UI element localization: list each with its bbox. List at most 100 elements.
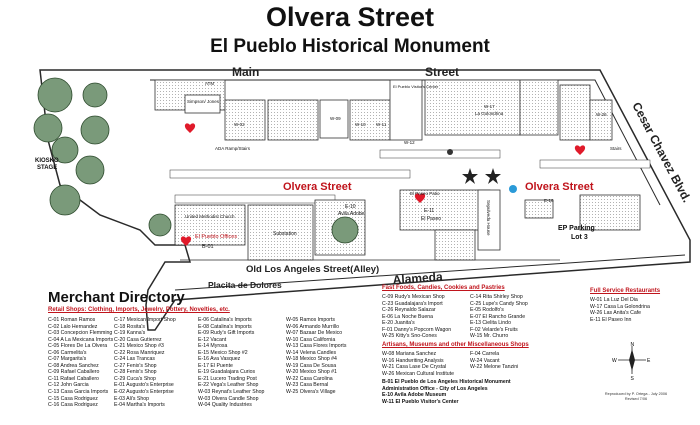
- directory-entry: W-14 Velena Candles: [286, 349, 337, 356]
- el-pueblo-offices-label: El Pueblo Offices: [195, 234, 237, 240]
- credit-line1: Reproduced by P. Ortega - July 2006: [604, 392, 668, 396]
- e11-label: E-11: [424, 208, 434, 214]
- directory-entry: C-29 Cuca's Shop: [114, 375, 156, 382]
- sepulveda-label: Sepulveda House: [486, 200, 491, 236]
- directory-entry: W-05 Ramos Imports: [286, 317, 335, 323]
- directory-entry: F-04 Carrela: [470, 351, 500, 357]
- directory-entry: C-06 Carmelita's: [48, 349, 87, 356]
- directory-entry: F-01 Danny's Popcorn Wagon: [382, 326, 452, 333]
- directory-entry: C-18 Rosita's: [114, 323, 145, 330]
- directory-entry: C-02 Lalo Hernandez: [48, 323, 98, 330]
- cesar-chavez-blvd: Cesar Chavez Blvd.: [629, 100, 694, 205]
- page-title: Olvera Street: [265, 2, 435, 32]
- directory-entry: C-28 Fenix's Shop: [114, 369, 157, 376]
- artisan-heading: Artisans, Museums and other Miscellaneou…: [382, 342, 529, 348]
- food-heading: Fast Foods, Candies, Cookies and Pastrie…: [382, 285, 505, 291]
- directory-entry: W-21 Casa Lase De Crystal: [382, 364, 447, 371]
- directory-entry: F-02 Velarde's Fruits: [470, 326, 518, 333]
- credit-line2: Revised 7/06: [624, 397, 648, 401]
- street-main: Main: [232, 65, 259, 79]
- stall-row-north: [169, 149, 651, 204]
- w02-label: W-02: [234, 122, 245, 127]
- north-buildings: [154, 79, 613, 141]
- directory-entry: E-07 El Rancho Grande: [470, 313, 526, 320]
- directory-entry: E-01 Augusto's Enterprise: [114, 382, 174, 389]
- directory-entry: C-09 Rudy's Mexican Shop: [382, 294, 445, 300]
- directory-entry: E-12 Vacant: [198, 336, 227, 343]
- directory-entry: E-06 Catalina's Imports: [198, 317, 252, 323]
- directory-entry: W-04 Quality Industries: [198, 402, 252, 409]
- directory-entry: W-16 Handwriting Analysis: [382, 357, 444, 364]
- directory-entry: W-25 Olvera's Village: [286, 389, 336, 396]
- stairs-label: Stairs: [610, 146, 622, 151]
- visitor-center-label: El Pueblo Visitor's Center: [393, 84, 439, 89]
- directory-entry: W-15 Mr. Churro: [470, 333, 509, 340]
- la-golondrina-label: La Golondrina: [475, 111, 504, 116]
- directory-entry: E-06 La Noche Buena: [382, 313, 434, 320]
- olvera-street-right: Olvera Street: [525, 181, 594, 193]
- special-entry: B-01 El Pueblo de Los Angeles Historical…: [382, 379, 511, 385]
- alameda-street: Alameda: [392, 270, 443, 287]
- compass-e: E: [647, 358, 651, 364]
- directory-entry: W-26 Las Anita's Cafe: [590, 310, 642, 317]
- directory-entry: C-15 Casa Rodriguez: [48, 395, 98, 402]
- directory-entry: W-03 Reynat's Leather Shop: [198, 389, 265, 396]
- directory-entry: E-08 Catalina's Imports: [198, 323, 252, 330]
- kiosko-label: KIOSKO: [35, 158, 59, 164]
- star-markers: [462, 168, 501, 184]
- directory-entry: W-08 Mariana Sanchez: [382, 351, 437, 357]
- stage-label: STAGE: [37, 165, 57, 171]
- directory-entry: C-20 Casa Gutierrez: [114, 336, 162, 343]
- directory-entry: E-22 Vega's Leather Shop: [198, 382, 259, 389]
- directory-entry: C-08 Andrea Sanchez: [48, 362, 99, 369]
- special-entries: B-01 El Pueblo de Los Angeles Historical…: [382, 379, 511, 405]
- substation-label: Substation: [273, 231, 297, 237]
- street-street: Street: [425, 65, 459, 79]
- el-paseo-label: El Paseo: [421, 216, 441, 222]
- compass-w: W: [612, 358, 617, 364]
- directory-entry: E-09 Rudy's Gift Imports: [198, 330, 255, 337]
- directory-entry: W-01 La Luz Del Dia: [590, 297, 638, 303]
- b01-label: B-01: [202, 244, 214, 250]
- lot3-label: Lot 3: [571, 234, 588, 241]
- restaurant-heading: Full Service Restaurants: [590, 288, 661, 294]
- old-la-street: Old Los Angeles Street(Alley): [246, 264, 379, 275]
- directory-entry: C-19 Kanna's: [114, 330, 146, 337]
- placita-de-dolores: Placita de Dolores: [208, 280, 282, 290]
- directory-entry: C-23 Guadalajara's Import: [382, 300, 443, 307]
- directory-entry: C-27 Fenix's Shop: [114, 362, 157, 369]
- directory-entry: C-24 Las Trancas: [114, 356, 155, 363]
- directory-entry: C-11 Rafael Caballero: [48, 375, 99, 382]
- w09-label: W-09: [330, 116, 341, 121]
- directory-entry: C-03 Concepcion Flemming: [48, 330, 113, 337]
- e16-label: E-16: [544, 198, 554, 203]
- fountain-marker: [509, 185, 517, 193]
- directory-entry: E-20 Juanita's: [382, 320, 415, 327]
- heart-marker: [184, 123, 196, 133]
- directory-entry: C-14 Rita Shirley Shop: [470, 294, 523, 300]
- directory-entry: C-05 Flores De La Olvera: [48, 343, 108, 350]
- heart-marker: [414, 193, 426, 203]
- directory-entry: E-02 Augusto's Enterprise: [114, 389, 174, 396]
- info-dot: [447, 149, 453, 155]
- directory-entry: E-13 Cielita Lindo: [470, 320, 511, 327]
- heart-marker: [180, 236, 192, 246]
- directory-entry: W-03 Olvera Candle Shop: [198, 395, 259, 402]
- directory-entry: E-15 Mexico Shop #2: [198, 349, 248, 356]
- el-paseo-patio-label: El Paseo Patio: [410, 191, 440, 196]
- avila-adobe-label: Avila Adobe: [338, 211, 365, 217]
- directory-entry: W-18 Mexico Shop #4: [286, 356, 337, 363]
- heart-marker: [574, 145, 586, 155]
- compass-n: N: [631, 342, 635, 348]
- directory-entry: E-14 Myrosa: [198, 343, 228, 350]
- w26-label: W-26: [596, 112, 607, 117]
- compass-icon: N S E W: [612, 342, 651, 380]
